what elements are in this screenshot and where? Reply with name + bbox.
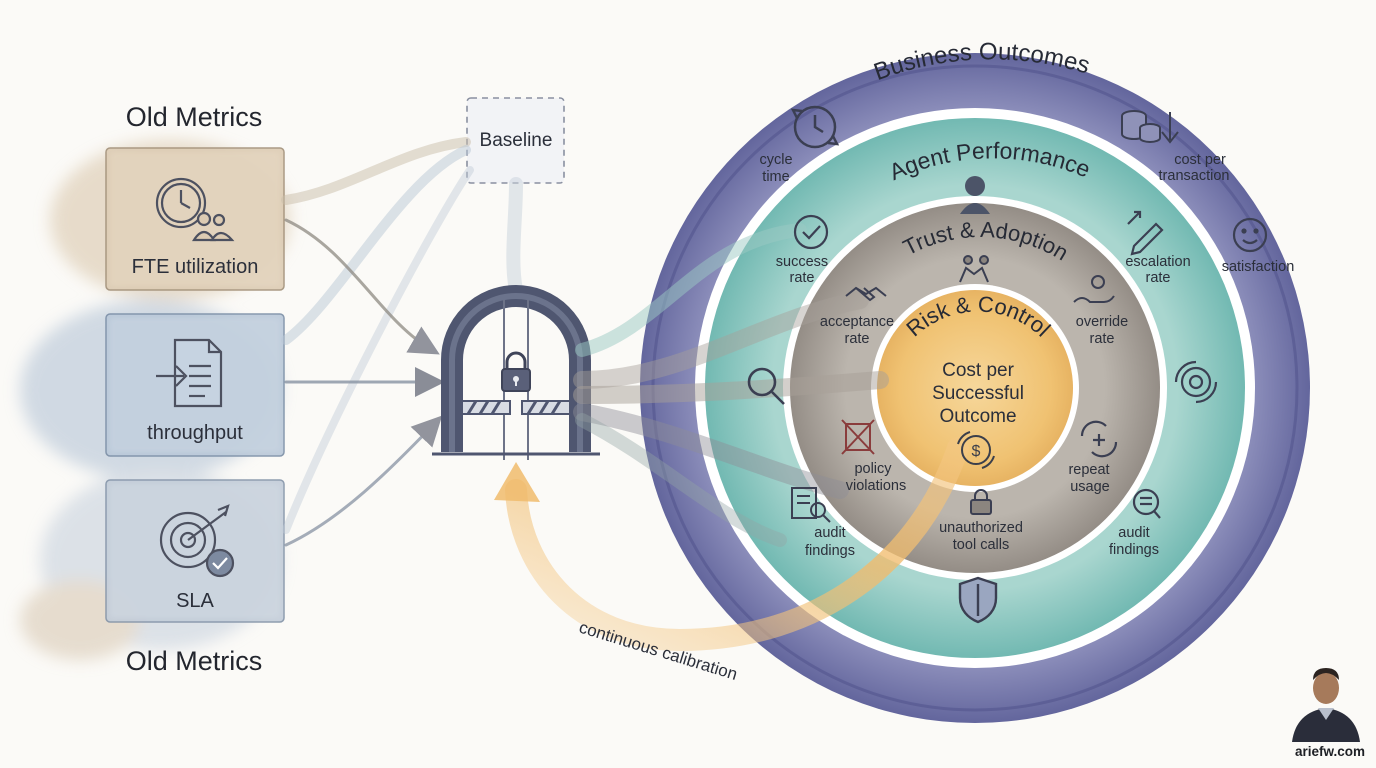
- handshake-icon: [845, 286, 887, 302]
- small-lock-icon: [970, 489, 992, 515]
- core-circle: [877, 290, 1073, 486]
- core-line-1: Cost per: [942, 360, 1014, 381]
- core-line-2: Successful: [932, 383, 1024, 404]
- cost-per-transaction-label-1: cost per: [1174, 152, 1226, 168]
- metric-cost-per-transaction: cost per transaction: [1121, 110, 1230, 184]
- acceptance-rate-label-1: acceptance: [820, 314, 894, 330]
- metric-cycle-time: cycle time: [759, 105, 840, 185]
- escalation-pencil-icon: [1127, 210, 1164, 256]
- gear-hand-icon: [1073, 275, 1115, 303]
- document-arrow-icon: [156, 338, 223, 408]
- unauthorized-tool-calls-label-2: tool calls: [953, 537, 1009, 553]
- crossed-box-icon: [841, 419, 875, 455]
- clock-people-icon: [155, 177, 235, 242]
- metric-audit-findings-left: audit findings: [791, 487, 855, 559]
- core-line-3: Outcome: [939, 406, 1016, 427]
- metric-acceptance-rate: acceptance rate: [820, 286, 894, 347]
- audit-findings-right-label-2: findings: [1109, 542, 1159, 558]
- escalation-rate-label-1: escalation: [1125, 254, 1190, 270]
- metric-satisfaction: satisfaction: [1222, 217, 1295, 275]
- card-throughput-label: throughput: [147, 422, 243, 444]
- unauthorized-tool-calls-label-1: unauthorized: [939, 520, 1023, 536]
- escalation-rate-label-2: rate: [1146, 270, 1171, 286]
- policy-violations-label-2: violations: [846, 478, 906, 494]
- satisfaction-label: satisfaction: [1222, 259, 1295, 275]
- success-rate-label-2: rate: [790, 270, 815, 286]
- shield-icon: [958, 576, 998, 624]
- gear-cycle-icon: [1174, 360, 1218, 404]
- audit-document-icon: [791, 487, 831, 523]
- old-metrics-title-top: Old Metrics: [126, 102, 263, 132]
- metric-policy-violations: policy violations: [841, 419, 906, 494]
- card-fte-utilization: FTE utilization: [105, 147, 285, 291]
- repeat-usage-label-1: repeat: [1068, 462, 1109, 478]
- baseline-box: Baseline: [466, 97, 565, 184]
- audit-findings-right-label-1: audit: [1118, 525, 1149, 541]
- card-sla-label: SLA: [176, 590, 214, 612]
- dollar-cycle-icon: $: [957, 431, 995, 469]
- cycle-time-label-1: cycle: [759, 152, 792, 168]
- audit-findings-left-label-1: audit: [814, 525, 845, 541]
- repeat-usage-label-2: usage: [1070, 479, 1110, 495]
- coins-down-icon: [1121, 110, 1179, 144]
- author-avatar: [1290, 662, 1360, 742]
- card-throughput: throughput: [105, 313, 285, 457]
- metric-audit-findings-right: audit findings: [1109, 488, 1161, 558]
- override-rate-label-1: override: [1076, 314, 1128, 330]
- person-icon: [960, 176, 990, 214]
- gate-to-ring-flows: [573, 223, 889, 547]
- cycle-time-label-2: time: [762, 169, 789, 185]
- smiley-icon: [1232, 217, 1268, 253]
- baseline-label: Baseline: [480, 130, 553, 151]
- magnifier-icon: [747, 367, 785, 405]
- gate-icon: [432, 285, 600, 460]
- target-check-icon: [159, 504, 235, 578]
- cost-per-transaction-label-2: transaction: [1159, 168, 1230, 184]
- metric-success-rate: success rate: [776, 214, 829, 286]
- success-rate-label-1: success: [776, 254, 828, 270]
- audit-findings-left-label-2: findings: [805, 543, 855, 559]
- svg-text:$: $: [972, 443, 981, 460]
- check-badge-icon: [793, 214, 829, 250]
- old-metric-flows: [281, 137, 523, 547]
- acceptance-rate-label-2: rate: [845, 331, 870, 347]
- old-metrics-title-bottom: Old Metrics: [126, 646, 263, 676]
- audit-magnifier-icon: [1132, 488, 1161, 519]
- core-text: Cost per Successful Outcome $: [932, 360, 1024, 469]
- metric-unauthorized-tool-calls: unauthorized tool calls: [939, 489, 1023, 553]
- override-rate-label-2: rate: [1090, 331, 1115, 347]
- metric-escalation-rate: escalation rate: [1125, 210, 1191, 286]
- card-sla: SLA: [105, 479, 285, 623]
- metric-repeat-usage: repeat usage: [1068, 420, 1118, 495]
- metric-override-rate: override rate: [1073, 275, 1128, 347]
- credit-text: ariefw.com: [1294, 744, 1366, 759]
- cycle-clock-icon: [790, 105, 840, 149]
- policy-violations-label-1: policy: [854, 461, 892, 477]
- card-fte-label: FTE utilization: [132, 256, 259, 278]
- lock-icon: [501, 351, 531, 392]
- handshake-people-icon: [959, 255, 989, 283]
- repeat-plus-icon: [1080, 420, 1118, 458]
